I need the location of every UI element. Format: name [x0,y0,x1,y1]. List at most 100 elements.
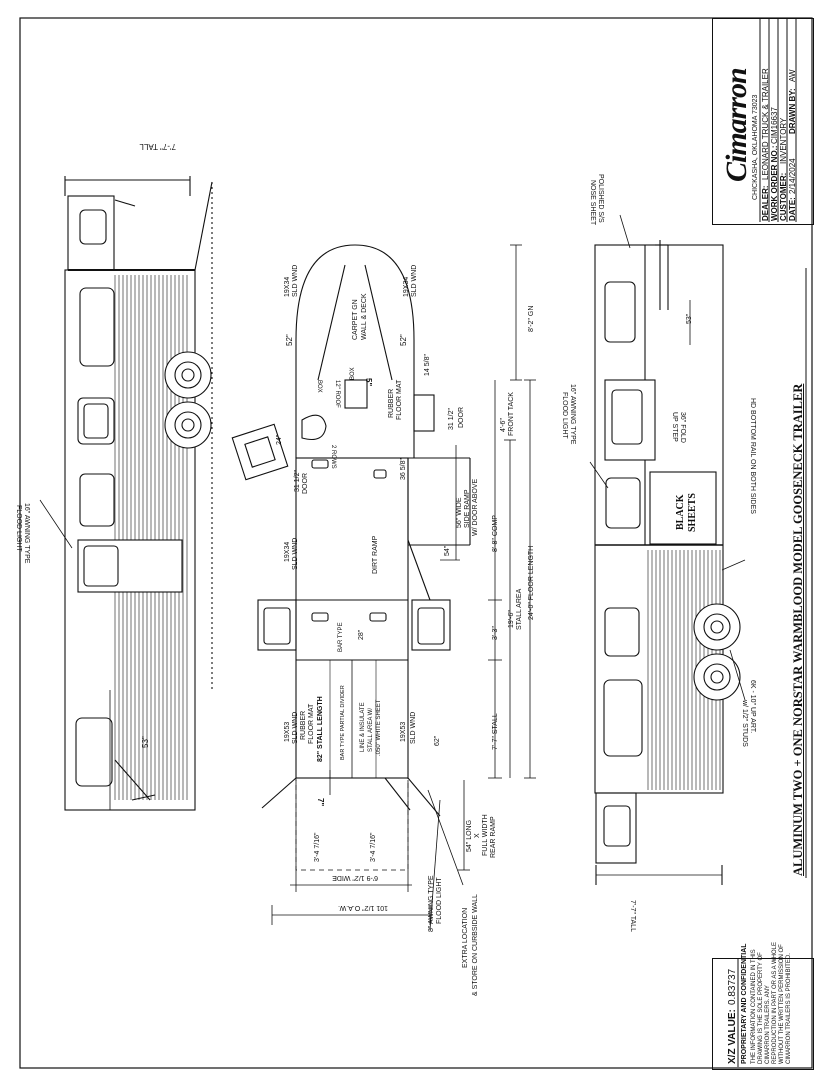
right-black-sheets-2: SHEETS [687,493,698,532]
plan-side-ramp-2: SIDE RAMP [464,489,471,528]
plan-door-label: DOOR [458,407,465,428]
right-dim-53: 53" [686,313,693,324]
plan-gooseneck-outline [295,244,415,458]
left-door [77,539,183,593]
plan-door2-label: DOOR [302,473,309,494]
plan-flood-2: FLOOD LIGHT [436,877,443,924]
plan-dim-54: 54" [444,545,451,556]
left-dim-53: 53" [141,736,150,748]
sheet-border [19,17,813,1069]
right-tall-dim: 7'-7" TALL [629,900,636,932]
plan-carpet-1: CARPET GN [352,299,359,340]
plan-wide: 6'-9 1/2" WIDE [332,874,378,881]
plan-rubber-mat-4: FLOOR MAT [308,703,315,744]
right-wheel-1 [693,603,741,651]
plan-dim-36: 36 5/8" [400,458,407,480]
plan-box [344,379,368,409]
legal-block [712,958,814,1070]
customer-label: CUSTOMER: [779,172,788,221]
right-fold-1: 36" FOLD [679,412,686,443]
plan-sld-wnd-4: 19X53 [284,721,291,742]
plan-dim-28: 28" [358,629,365,640]
right-black-sheets-1: BLACK [675,494,686,530]
right-hd-rail: HD BOTTOM RAIL ON BOTH SIDES [749,398,756,514]
plan-line-insulate-1: LINE & INSULATE [360,702,366,752]
plan-dim-24: 24" [276,434,283,445]
right-slats [647,550,721,790]
right-awning-1: 16" AWNING TYPE [569,384,576,445]
plan-sld-wnd-2b: SLD WND [411,264,418,297]
plan-stall-77: 7'-7" STALL [492,713,499,750]
plan-toilet [301,414,327,441]
plan-dim-14: 14 5/8" [424,354,431,376]
left-gooseneck-window [79,209,107,245]
plan-stall-length: 82" STALL LENGTH [317,696,324,762]
plan-door2-dim: 31 1/2" [294,470,301,492]
title-block-rules [759,19,797,222]
xz-value: 0.83737 [727,968,738,1005]
plan-floor-length: 24'-0" FLOOR LENGTH [528,545,535,620]
plan-comp: 8'-8" COMP [492,515,499,552]
right-nose-1: POLISHED S/S [597,174,604,223]
plan-side-ramp-3: W/ DOOR ABOVE [472,478,479,536]
plan-dim-52a: 52" [285,334,294,346]
customer-value: INVENTORY [779,117,788,164]
plan-rear-ramp-3: FULL WIDTH [482,814,489,856]
plan-rubber-mat-3: RUBBER [300,710,307,740]
plan-swing-door [231,423,289,481]
date-value: 2/14/2024 [788,158,797,194]
brand-logo: Cimarron [720,68,753,182]
legal-line-1: THE INFORMATION CONTAINED IN THIS [751,949,757,1064]
plan-dim-52b: 52" [399,334,408,346]
plan-sld-wnd-1b: SLD WND [292,264,299,297]
plan-extra-location-2: & STORE ON CURBSIDE WALL [472,894,479,996]
plan-oaw: 101 1/2" O.A.W. [338,904,388,911]
xz-label: X/Z VALUE: [727,1009,738,1064]
plan-dim-34a: 3'-4 7/16" [314,832,321,862]
plan-tack-door [413,394,435,432]
plan-dimension-lines [271,244,536,931]
plan-flood-1: 8" AWNING TYPE [428,875,435,932]
dealer-label: DEALER: [761,185,770,221]
right-nose-2: NOSE SHEET [589,180,596,226]
plan-front-tack-dim: 4'-6" [500,418,507,432]
dealer-value: LEONARD TRUCK & TRAILER [761,68,770,180]
right-awning-2: FLOOD LIGHT [561,392,568,439]
plan-sld-wnd-3b: SLD WND [292,537,299,570]
plan-sld-wnd-5b: SLD WND [410,711,417,744]
plan-dim-5: 5" [364,378,373,387]
left-window-3 [79,473,115,527]
right-black-sheets [649,471,717,545]
plan-line-insulate-3: .050" WHITE SHEET [376,699,382,756]
plan-door-dim: 31 1/2" [448,408,455,430]
plan-divider: BAR TYPE PARTIAL DIVIDER [340,685,346,760]
legal-heading: PROPRIETARY AND CONFIDENTIAL [741,943,748,1064]
right-window-3 [604,607,640,657]
plan-box-label-1: BOX [316,380,322,393]
plan-sld-wnd-1: 19X34 [284,276,291,297]
right-window-2 [605,477,641,529]
plan-stall-area-label: STALL AREA [516,588,523,630]
date-label: DATE: [788,197,797,221]
drawing-title: ALUMINUM TWO + ONE NORSTAR WARMBLOOD MOD… [791,383,805,876]
left-window-1 [79,287,115,367]
work-order-label: WORK ORDER NO.: [770,145,779,221]
plan-rear-ramp-1: 54" LONG [466,819,473,852]
legal-line-5: WITHOUT THE WRITTEN PERMISSION OF [779,944,785,1064]
plan-box-label-2: 12" ROOF [334,380,340,408]
plan-rear-ramp-4: REAR RAMP [490,816,497,858]
left-window-2 [77,397,115,445]
right-axle-2: w/ 1/2" STUDS [741,700,748,747]
left-gooseneck-box [67,195,115,271]
plan-sld-wnd-2: 19X34 [403,276,410,297]
plan-carpet-2: WALL & DECK [361,293,368,340]
left-tall-dim: 7'-7" TALL [139,142,176,151]
plan-dim-7: 7" [316,798,325,807]
legal-line-3: CIMARRON TRAILERS. ANY [765,985,771,1064]
plan-stall-area-dim: 19'-6" [508,610,515,628]
plan-rear-ramp-2: X [474,833,481,838]
right-gooseneck-box [595,792,637,864]
work-order-value: CIM16637 [770,107,779,144]
